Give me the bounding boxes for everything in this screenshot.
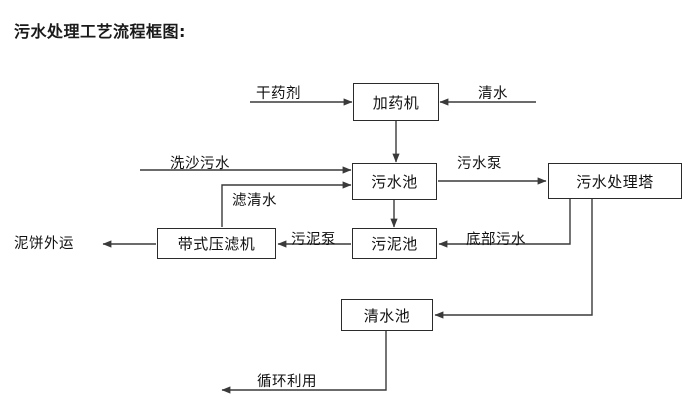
node-sewage-pool[interactable]: 污水池 [352, 163, 437, 200]
node-clean-water-pool[interactable]: 清水池 [341, 299, 433, 331]
connector-tower-to-clean-water [434, 199, 593, 319]
connector-tower-to-sludge-pool [438, 199, 571, 248]
node-label: 清水池 [363, 306, 411, 325]
connector-filtrate-to-sewage-pool [221, 181, 352, 227]
page-title: 污水处理工艺流程框图: [14, 22, 186, 41]
edge-label-sludge-pump: 污泥泵 [291, 232, 336, 248]
node-sewage-treatment-tower[interactable]: 污水处理塔 [548, 163, 682, 199]
edge-label-dry-reagent: 干药剂 [256, 86, 301, 102]
connector-clean-water-recycle [221, 331, 387, 394]
terminal-label-mud-cake-out: 泥饼外运 [14, 236, 74, 252]
edge-label-sand-wash-sewage: 洗沙污水 [170, 156, 230, 172]
edge-label-clean-water-inlet: 清水 [478, 86, 508, 102]
node-label: 污泥池 [371, 235, 418, 253]
node-dosing-machine[interactable]: 加药机 [353, 83, 439, 121]
edge-label-bottom-sewage: 底部污水 [466, 232, 526, 248]
node-sludge-pool[interactable]: 污泥池 [352, 228, 437, 259]
node-belt-filter-press[interactable]: 带式压滤机 [157, 228, 276, 259]
edge-label-sewage-pump: 污水泵 [457, 156, 502, 172]
node-label: 加药机 [372, 93, 420, 112]
edge-label-recycle-use: 循环利用 [257, 374, 317, 390]
node-label: 污水处理塔 [576, 172, 654, 191]
node-label: 污水池 [371, 173, 418, 191]
node-label: 带式压滤机 [177, 235, 256, 253]
edge-label-filtrate-water: 滤清水 [232, 193, 277, 209]
